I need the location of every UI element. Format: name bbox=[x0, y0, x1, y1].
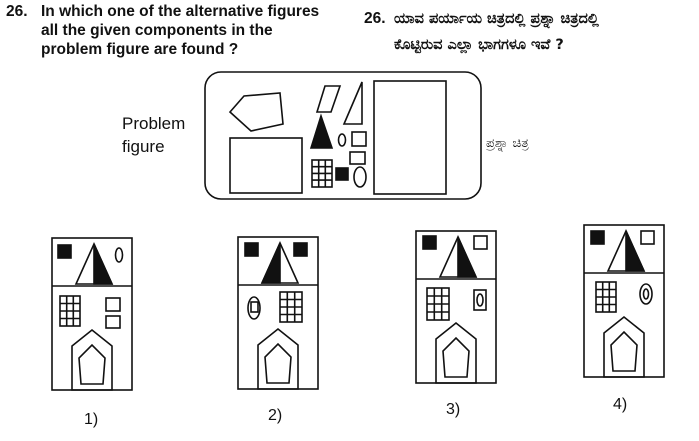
option-3-small-square bbox=[473, 235, 488, 250]
problem-figure-label: Problem figure bbox=[122, 112, 212, 158]
option-1-small-rect bbox=[105, 315, 121, 329]
kite-shape bbox=[315, 85, 342, 113]
option-2-filled-square-right bbox=[293, 242, 308, 257]
option-3-small-oval bbox=[476, 293, 484, 307]
problem-figure bbox=[204, 71, 482, 200]
option-3-frame bbox=[415, 230, 497, 384]
problem-figure-label-line1: Problem bbox=[122, 114, 186, 133]
option-1-house-outline bbox=[71, 328, 113, 391]
problem-figure-kannada-label: ಪ್ರಶ್ನಾ ಚಿತ್ರ bbox=[486, 136, 529, 151]
option-4-filled-square bbox=[590, 230, 605, 245]
option-2-large-oval bbox=[247, 296, 261, 320]
option-4-figure bbox=[583, 224, 665, 378]
option-2-pentagon bbox=[264, 342, 292, 384]
option-2-figure bbox=[237, 236, 319, 390]
option-1-pentagon bbox=[78, 343, 106, 385]
problem-figure-frame bbox=[204, 71, 482, 200]
filled-square-shape bbox=[335, 167, 349, 181]
question-number-kannada: 26. bbox=[364, 10, 386, 27]
option-3-pentagon bbox=[442, 336, 470, 378]
grid-window-shape bbox=[311, 159, 333, 188]
option-3-small-rect bbox=[473, 289, 487, 311]
option-1-filled-square bbox=[57, 244, 72, 259]
option-1-label[interactable]: 1) bbox=[84, 411, 99, 428]
filled-triangle-shape bbox=[309, 113, 334, 149]
option-3-label[interactable]: 3) bbox=[446, 401, 461, 418]
large-rectangle-shape bbox=[373, 80, 447, 195]
option-4-grid-window bbox=[595, 281, 617, 313]
small-square-shape bbox=[351, 131, 367, 147]
option-4-label[interactable]: 4) bbox=[613, 396, 628, 413]
pentagon-shape bbox=[228, 92, 284, 132]
option-1-small-oval bbox=[114, 247, 124, 263]
option-4-large-oval bbox=[639, 283, 653, 305]
option-4-house-outline bbox=[603, 315, 645, 378]
option-2-house-outline bbox=[257, 327, 299, 390]
option-2-grid-window bbox=[279, 291, 303, 323]
option-4-pentagon bbox=[610, 330, 638, 372]
triangle-outline-shape bbox=[342, 81, 363, 125]
question-number: 26. bbox=[6, 3, 28, 20]
option-4-small-square bbox=[640, 230, 655, 245]
option-1-small-square bbox=[105, 297, 121, 312]
option-1-grid-window bbox=[59, 295, 81, 327]
option-2-label[interactable]: 2) bbox=[268, 407, 283, 424]
option-3-figure bbox=[415, 230, 497, 384]
option-3-house-outline bbox=[435, 321, 477, 384]
problem-figure-label-line2: figure bbox=[122, 137, 165, 156]
option-3-grid-window bbox=[426, 287, 450, 321]
wide-rectangle-shape bbox=[229, 137, 303, 194]
large-oval-shape bbox=[353, 166, 367, 188]
option-3-filled-square bbox=[422, 235, 437, 250]
option-2-filled-square bbox=[244, 242, 259, 257]
option-2-small-rect bbox=[250, 301, 259, 313]
small-rect-shape bbox=[349, 151, 366, 165]
small-oval-shape bbox=[337, 133, 347, 147]
option-4-small-oval bbox=[642, 288, 650, 300]
option-1-figure bbox=[51, 237, 133, 391]
question-text-kannada: ಯಾವ ಪರ್ಯಾಯ ಚಿತ್ರದಲ್ಲಿ ಪ್ರಶ್ನಾ ಚಿತ್ರದಲ್ಲಿ… bbox=[394, 11, 599, 53]
question-text: In which one of the alternative figures … bbox=[41, 3, 320, 58]
